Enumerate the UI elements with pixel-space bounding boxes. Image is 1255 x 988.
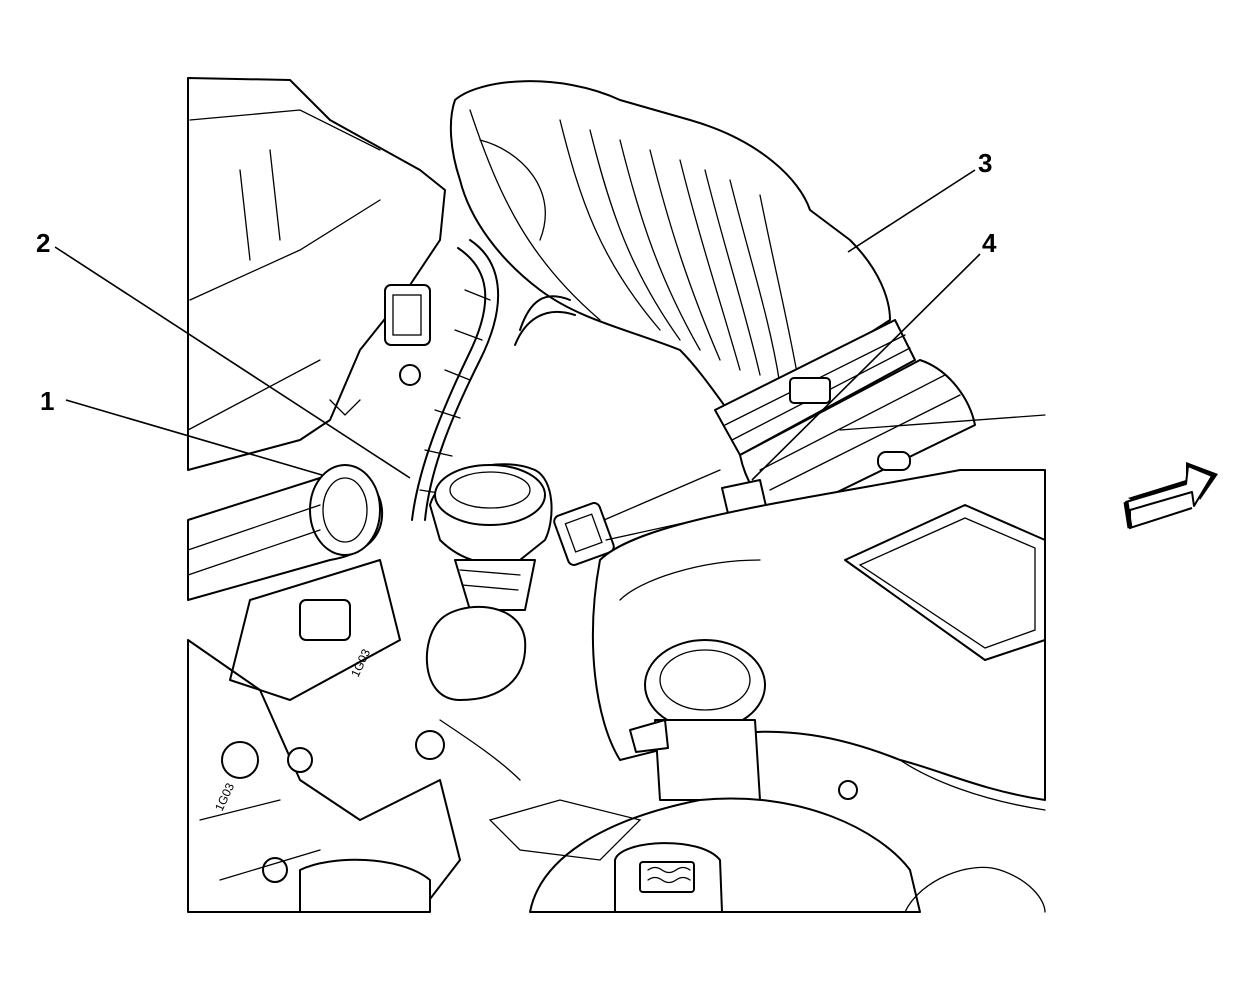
leader-line-4	[751, 253, 981, 481]
leader-line-2	[54, 246, 411, 479]
leader-line-1	[65, 399, 323, 476]
bracket-lines	[439, 414, 1046, 861]
engine-block: 1G03	[187, 639, 461, 913]
washer-fluid-cap	[629, 639, 766, 801]
callout-labels: 1 2 3 4	[36, 148, 997, 416]
air-intake-duct	[449, 80, 916, 456]
callout-1: 1	[40, 386, 54, 416]
lower-right-component	[529, 780, 1046, 913]
callout-2: 2	[36, 228, 50, 258]
callout-4: 4	[982, 228, 997, 258]
intake-manifold	[187, 77, 446, 471]
front-direction-arrow-icon	[1123, 462, 1218, 530]
engine-drawing: 1G03 1G03	[187, 77, 1046, 913]
reservoir-cap	[425, 463, 553, 701]
leader-lines	[54, 169, 981, 481]
callout-3: 3	[978, 148, 992, 178]
wiring-harness	[411, 239, 576, 521]
coolant-hose-assembly: 1G03	[187, 464, 401, 701]
leader-line-3	[847, 169, 976, 253]
lower-mark: 1G03	[212, 780, 237, 813]
